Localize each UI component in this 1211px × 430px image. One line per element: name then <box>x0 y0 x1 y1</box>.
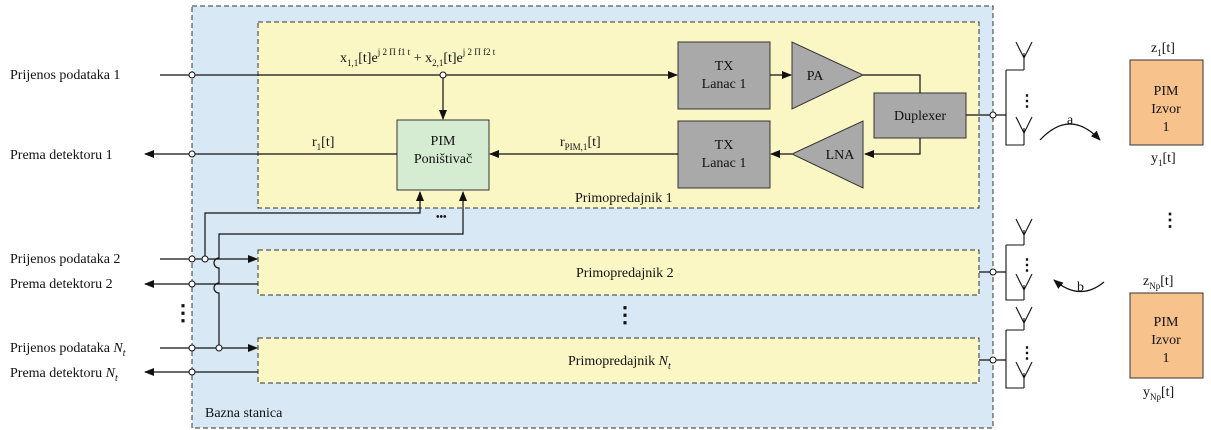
label-left-dots: ⋮ <box>172 300 194 325</box>
pim-source-1-box <box>1129 59 1204 146</box>
arrow-b <box>1053 279 1105 293</box>
port-tx2 <box>188 255 196 263</box>
transceiver-1-label: Primopredajnik 1 <box>575 191 673 206</box>
port-det2 <box>188 280 196 288</box>
base-station-label: Bazna stanica <box>205 406 283 421</box>
label-det2: Prema detektoru 2 <box>10 277 113 292</box>
pim-sources-dots: ⋮ <box>1161 210 1179 230</box>
label-tx2: Prijenos podataka 2 <box>10 252 120 267</box>
tx-chain-lower-line1: TX <box>715 138 734 153</box>
label-tx1: Prijenos podataka 1 <box>10 68 120 83</box>
port-tx1 <box>188 71 196 79</box>
label-det1: Prema detektoru 1 <box>10 148 113 163</box>
transceiver-2-box <box>257 249 980 296</box>
pim-canceller-line2: Poništivač <box>414 152 472 167</box>
antenna-1-dots: ⋮ <box>1019 93 1035 110</box>
rpim-label: rPIM,1[t] <box>560 135 601 152</box>
antenna-group-1 <box>1005 41 1033 146</box>
pa-label: PA <box>807 69 825 84</box>
transceiver-dots: ⋮ <box>614 302 636 327</box>
port-ant2 <box>989 268 997 276</box>
lna-label: LNA <box>826 148 856 163</box>
tx-chain-lower-line2: Lanac 1 <box>702 156 747 171</box>
port-ant1 <box>989 111 997 119</box>
junction-tx2 <box>201 255 209 263</box>
r1-label: r1[t] <box>312 135 334 152</box>
wire-feedback-1 <box>204 191 424 259</box>
tx-chain-upper <box>677 41 771 110</box>
transceiver-1-box <box>257 21 980 209</box>
pa-amplifier <box>791 41 865 110</box>
pim-source-n-y: yNp[t] <box>1143 385 1174 402</box>
signal-top-label: x1,1[t]ej 2 Π f1 t + x2,1[t]ej 2 Π f2 t <box>340 47 496 68</box>
port-detN <box>188 368 196 376</box>
pim-source-1-z: z1[t] <box>1151 41 1175 58</box>
antenna-n-dots: ⋮ <box>1019 345 1035 362</box>
junction-top <box>439 71 447 79</box>
wire-duplexer-to-lna <box>864 138 921 158</box>
antenna-2-dots: ⋮ <box>1019 257 1035 274</box>
port-antN <box>989 356 997 364</box>
pim-source-n-box <box>1129 292 1204 379</box>
transceiver-2-label: Primopredajnik 2 <box>576 266 674 281</box>
pim-source-1-line2: Izvor <box>1151 102 1181 117</box>
duplexer-block <box>873 92 967 139</box>
antenna-group-2 <box>1005 218 1033 301</box>
duplexer-label: Duplexer <box>894 109 946 124</box>
port-txN <box>188 344 196 352</box>
transceiver-n-box <box>257 337 980 384</box>
wire-pa-to-duplexer <box>863 74 921 93</box>
pim-source-n-line2: Izvor <box>1151 333 1181 348</box>
pim-source-n-line1: PIM <box>1154 315 1179 330</box>
transceiver-n-label: Primopredajnik Nt <box>568 354 671 372</box>
tx-chain-upper-line1: TX <box>715 59 734 74</box>
tx-chain-lower <box>677 120 771 189</box>
arrow-b-label: b <box>1077 280 1084 295</box>
lna-amplifier <box>790 120 864 189</box>
pim-source-1-line3: 1 <box>1163 120 1170 135</box>
arrow-a <box>1039 123 1101 141</box>
pim-canceller-block <box>396 119 490 191</box>
pim-canceller-line1: PIM <box>431 134 456 149</box>
port-det1 <box>188 150 196 158</box>
label-detN: Prema detektoru Nt <box>10 366 118 384</box>
arrow-a-label: a <box>1067 113 1074 128</box>
antenna-group-n <box>1005 306 1033 389</box>
pim-source-1-y: y1[t] <box>1151 151 1176 168</box>
junction-txN <box>215 344 223 352</box>
canceller-dots: ••• <box>436 212 447 223</box>
label-txN: Prijenos podataka Nt <box>10 341 126 359</box>
pim-source-n-z: zNp[t] <box>1143 274 1173 291</box>
pim-source-n-line3: 1 <box>1163 351 1170 366</box>
wire-feedback-2 <box>213 191 467 348</box>
pim-source-1-line1: PIM <box>1154 84 1179 99</box>
tx-chain-upper-line2: Lanac 1 <box>702 77 747 92</box>
